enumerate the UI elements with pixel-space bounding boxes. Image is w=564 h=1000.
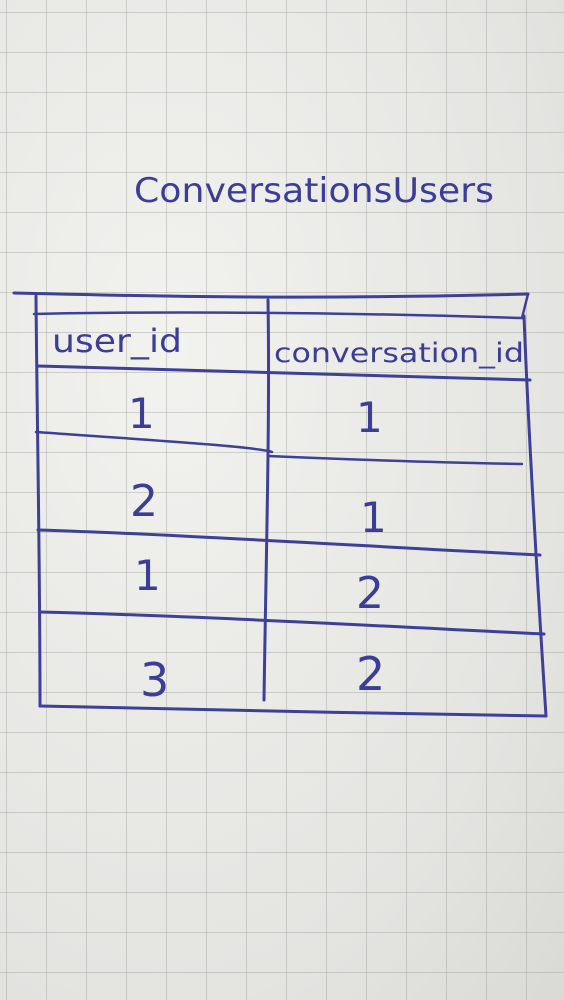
column-header-user-id: user_id [52,322,182,360]
column-header-conversation-id: conversation_id [274,338,524,369]
table-row: 1 2 [134,551,384,619]
cell-conversation-id: 1 [360,493,387,542]
cell-user-id: 1 [128,389,155,438]
table-row: 3 2 [140,647,385,707]
cell-conversation-id: 1 [356,393,383,442]
cell-user-id: 1 [134,551,161,600]
cell-conversation-id: 2 [356,647,385,701]
cell-user-id: 3 [140,653,169,707]
table-row: 2 1 [130,476,387,542]
cell-user-id: 2 [130,476,158,527]
cell-conversation-id: 2 [356,568,384,619]
table-row: 1 1 [128,389,383,442]
row-dividers [34,364,546,636]
table-outline [12,291,548,718]
table-title: ConversationsUsers [134,171,494,211]
